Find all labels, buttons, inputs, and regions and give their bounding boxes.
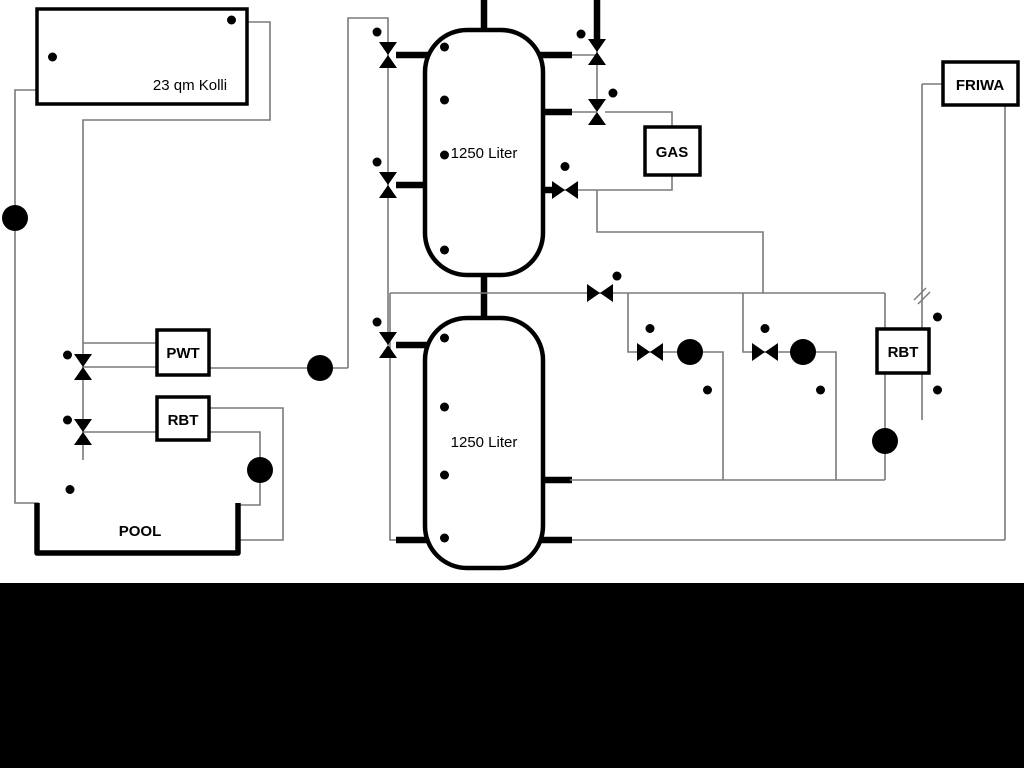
temperature-sensor-icon <box>816 385 836 395</box>
pump-icon-up <box>2 205 28 231</box>
buffer-tank-bottom <box>422 315 546 571</box>
pipe-crossing-mark <box>917 291 931 305</box>
pwt-heat-exchanger-box <box>155 328 211 377</box>
three-way-valve-icon <box>379 42 397 68</box>
pipes-grey <box>14 17 1006 541</box>
temperature-sensor-icon <box>560 162 570 182</box>
valve-actuator-icon <box>645 324 655 344</box>
friwa-box <box>941 60 1020 107</box>
solar-collector-box <box>35 7 249 106</box>
pump-icon-right <box>677 339 703 365</box>
pump-icon-up <box>247 457 273 483</box>
valve-actuator-icon <box>760 324 770 344</box>
pwt-label: PWT <box>166 345 199 362</box>
three-way-valve-icon <box>588 39 606 65</box>
temperature-sensor-icon <box>602 269 624 291</box>
three-way-valve-icon <box>637 343 663 361</box>
pool-label: POOL <box>119 523 162 540</box>
rbt-right-label: RBT <box>888 344 919 361</box>
temperature-sensor-icon <box>574 27 596 49</box>
gas-boiler-box <box>643 125 702 177</box>
rbt-left-box <box>155 395 211 442</box>
three-way-valve-icon <box>587 284 613 302</box>
pump-icon-down <box>872 428 898 454</box>
tank-bottom-label: 1250 Liter <box>451 434 518 451</box>
tank-top-label: 1250 Liter <box>451 145 518 162</box>
gas-label: GAS <box>656 144 689 161</box>
three-way-valve-icon <box>379 172 397 198</box>
three-way-valve-icon <box>752 343 778 361</box>
three-way-valve-icon <box>552 181 578 199</box>
buffer-tank-top <box>422 27 546 278</box>
temperature-sensor-icon <box>922 312 942 322</box>
pipe-crossing-mark <box>913 287 927 301</box>
three-way-valve-icon <box>379 332 397 358</box>
temperature-sensor-icon <box>65 485 75 505</box>
temperature-sensor-icon <box>703 385 723 395</box>
friwa-label: FRIWA <box>956 77 1004 94</box>
pump-icon-left <box>307 355 333 381</box>
collector-label: 23 qm Kolli <box>153 77 227 94</box>
pool-basin <box>34 503 241 556</box>
temperature-sensor-icon <box>922 385 942 395</box>
pump-icon-right <box>790 339 816 365</box>
hydraulic-schematic: 23 qm Kolli 1250 Liter 1250 Liter GAS FR… <box>2 0 1020 571</box>
rbt-right-box <box>875 327 931 375</box>
rbt-left-label: RBT <box>168 412 199 429</box>
bottom-black-bar <box>0 583 1024 768</box>
